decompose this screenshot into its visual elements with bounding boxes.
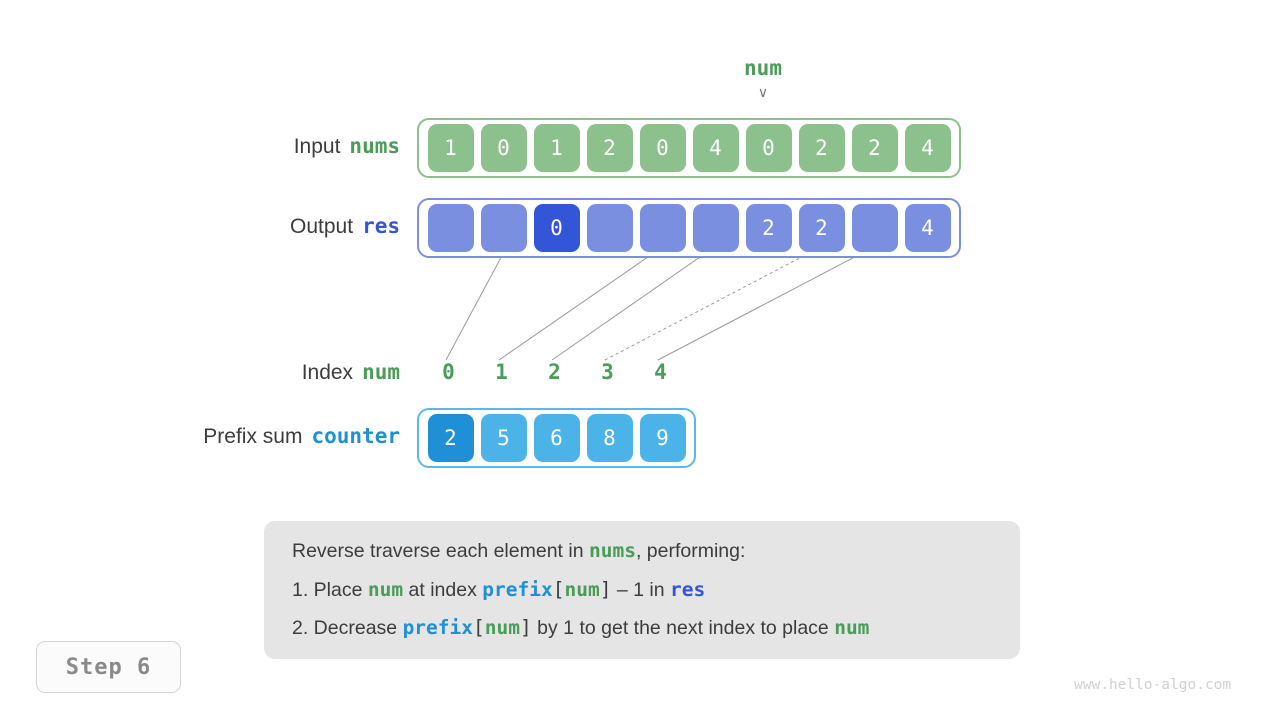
index-label-text: Index <box>301 361 354 384</box>
input-label-code: nums <box>349 134 400 158</box>
caption-code-num: num <box>564 577 600 601</box>
prefix-label-code: counter <box>311 424 400 448</box>
caption-code-res: res <box>670 577 706 601</box>
caption-text: 2. Decrease <box>292 617 403 639</box>
caption-code-num: num <box>367 577 404 601</box>
input-cell: 4 <box>904 124 951 172</box>
caption-bracket-open: [ <box>552 577 565 601</box>
output-label-code: res <box>362 214 400 238</box>
index-value: 4 <box>654 360 667 384</box>
caption-text: Reverse traverse each element in <box>292 540 589 562</box>
step-badge: Step 6 <box>36 641 181 693</box>
output-cell <box>639 204 686 252</box>
prefix-cell: 8 <box>586 414 633 462</box>
caption-text: by 1 to get the next index to place <box>531 617 835 639</box>
input-cell: 0 <box>745 124 792 172</box>
index-label-code: num <box>362 360 400 384</box>
prefix-cell: 9 <box>639 414 686 462</box>
caption-code-prefix: prefix <box>482 577 553 601</box>
index-row-label: Index num <box>160 360 400 384</box>
caption-line-1: Reverse traverse each element in nums, p… <box>292 541 992 562</box>
caption-line-3: 2. Decrease prefix[num] by 1 to get the … <box>292 618 992 639</box>
caption-code-num: num <box>484 616 520 639</box>
caption-bracket-close: ] <box>520 616 532 639</box>
caption-bracket-close: ] <box>599 577 612 601</box>
caption-line-2: 1. Place num at index prefix[num] – 1 in… <box>292 577 992 601</box>
chevron-down-icon: ∨ <box>757 85 769 101</box>
output-cell: 2 <box>745 204 792 252</box>
prefix-sum-array: 2 5 6 8 9 <box>417 408 696 468</box>
caption-box: Reverse traverse each element in nums, p… <box>264 521 1020 659</box>
input-row-label: Input nums <box>160 134 400 158</box>
output-cell <box>427 204 474 252</box>
output-label-text: Output <box>290 215 354 238</box>
caption-code-prefix: prefix <box>402 616 474 639</box>
input-cell: 1 <box>533 124 580 172</box>
watermark: www.hello-algo.com <box>1074 677 1232 693</box>
index-value: 0 <box>442 360 455 384</box>
caption-bracket-open: [ <box>473 616 485 639</box>
index-value: 1 <box>495 360 508 384</box>
input-array: 1 0 1 2 0 4 0 2 2 4 <box>417 118 961 178</box>
input-cell: 0 <box>639 124 686 172</box>
output-cell <box>851 204 898 252</box>
index-value: 2 <box>548 360 561 384</box>
output-cell <box>480 204 527 252</box>
output-cell: 4 <box>904 204 951 252</box>
prefix-cell: 6 <box>533 414 580 462</box>
prefix-label-text: Prefix sum <box>203 425 303 448</box>
input-cell: 2 <box>798 124 845 172</box>
output-cell <box>692 204 739 252</box>
input-cell: 4 <box>692 124 739 172</box>
num-pointer: num ∨ <box>713 56 813 101</box>
output-array: 0 2 2 4 <box>417 198 961 258</box>
prefix-row-label: Prefix sum counter <box>100 424 400 448</box>
caption-code-nums: nums <box>588 539 636 562</box>
index-values: 0 1 2 3 4 <box>422 362 687 383</box>
input-cell: 0 <box>480 124 527 172</box>
prefix-cell-active: 2 <box>427 414 474 462</box>
output-cell: 2 <box>798 204 845 252</box>
input-cell: 2 <box>851 124 898 172</box>
output-row-label: Output res <box>160 214 400 238</box>
caption-text: – 1 in <box>611 578 670 601</box>
input-label-text: Input <box>293 135 341 158</box>
output-cell-active: 0 <box>533 204 580 252</box>
caption-text: 1. Place <box>292 578 368 601</box>
index-value: 3 <box>601 360 614 384</box>
input-cell: 2 <box>586 124 633 172</box>
caption-text: at index <box>403 578 483 601</box>
caption-text: , performing: <box>635 540 746 562</box>
caption-code-num: num <box>834 616 870 639</box>
output-cell <box>586 204 633 252</box>
prefix-cell: 5 <box>480 414 527 462</box>
input-cell: 1 <box>427 124 474 172</box>
num-pointer-label: num <box>744 56 782 80</box>
